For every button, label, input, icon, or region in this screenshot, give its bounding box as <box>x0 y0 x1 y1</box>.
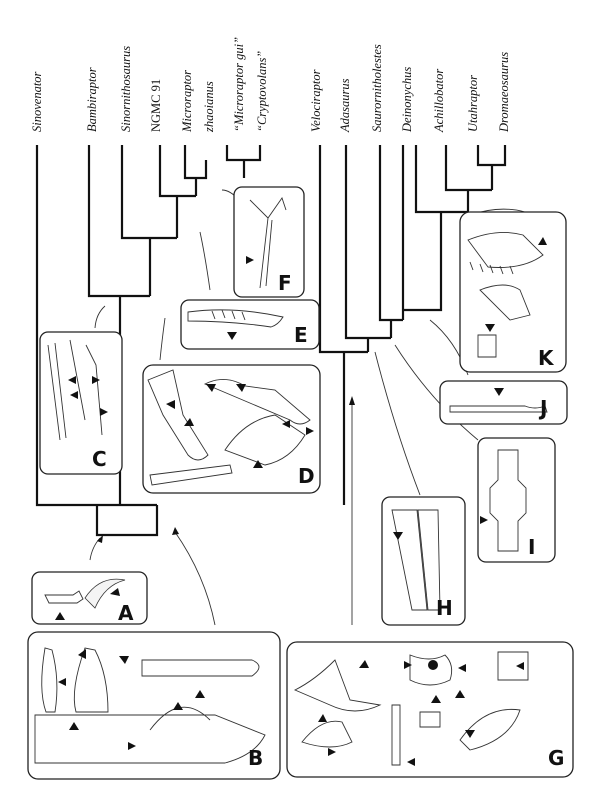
panel-h-letter: H <box>436 596 453 620</box>
panel-g: G <box>286 641 574 778</box>
panel-g-shaft <box>391 704 401 766</box>
panel-i-frame <box>477 437 556 563</box>
leader-g-arrowhead <box>349 396 355 405</box>
taxon-label-achillobator: Achillobator <box>432 69 446 133</box>
panel-b-dentary <box>141 659 260 677</box>
leader-b <box>174 531 216 626</box>
panel-a: A <box>31 571 148 625</box>
taxon-label-ngmc91: NGMC 91 <box>149 79 163 132</box>
panel-j-arrow <box>494 388 504 396</box>
taxon-label-deinonychus: Deinonychus <box>400 67 414 133</box>
panel-h: H <box>381 496 466 626</box>
panel-f-letter: F <box>278 271 292 295</box>
panel-b-letter: B <box>248 746 263 770</box>
taxon-label-saurornitholestes: Saurornitholestes <box>370 44 384 132</box>
panel-k: K <box>459 211 567 373</box>
panel-k-letter: K <box>538 346 555 370</box>
panel-g-letter: G <box>548 746 564 770</box>
panel-d-humerus <box>147 369 209 461</box>
panel-d-frame <box>142 364 321 494</box>
panel-f-arrow <box>246 256 254 264</box>
taxon-label-microraptor-gui: “Microraptor gui” <box>232 37 246 132</box>
taxon-label-zhaoianus: zhaoianus <box>202 81 216 133</box>
taxon-label-sinornithosaurus: Sinornithosaurus <box>119 46 133 132</box>
taxon-label-sinovenator: Sinovenator <box>30 71 44 132</box>
panel-e: E <box>180 299 320 350</box>
panel-c-letter: C <box>92 447 107 471</box>
taxon-label-bambiraptor: Bambiraptor <box>85 67 99 132</box>
leader-b-arrowhead <box>172 527 179 535</box>
panel-a-arrows <box>55 588 120 620</box>
taxon-label-microraptor-zhaoianus: Microraptor zhaoianus <box>180 70 216 133</box>
branch-velociraptor-group <box>318 145 391 505</box>
panel-k-maxilla <box>467 231 544 268</box>
panel-i: I <box>477 437 556 563</box>
panel-a-letter: A <box>118 601 134 625</box>
panel-h-metatarsals <box>391 509 441 611</box>
taxon-label-utahraptor: Utahraptor <box>466 75 480 132</box>
branch-eudromaeosaur <box>403 235 443 312</box>
panel-g-ilium <box>293 659 382 712</box>
panel-k-teeth <box>469 261 514 275</box>
panel-g-limb <box>301 720 353 748</box>
branch-deinonychus-group <box>378 145 405 338</box>
panel-k-bone <box>479 284 531 321</box>
panel-f: F <box>233 186 305 298</box>
panel-b-frame <box>27 631 281 780</box>
panel-c-frame <box>39 331 123 475</box>
panel-i-vertebra <box>489 449 527 552</box>
panel-e-letter: E <box>294 323 308 347</box>
panel-j-letter: J <box>538 396 547 420</box>
panel-e-arrow <box>227 332 237 340</box>
panel-a-claw-sketch <box>84 578 126 609</box>
branch-dromaeosaurus-group <box>414 145 507 235</box>
branch-microraptor-group <box>158 145 262 238</box>
taxon-label-velociraptor: Velociraptor <box>309 69 323 132</box>
panel-b: B <box>27 631 281 780</box>
panel-e-teeth <box>211 309 246 321</box>
panel-c: C <box>39 331 123 475</box>
panel-b-tooth-right <box>73 647 109 713</box>
leader-e <box>199 231 211 291</box>
taxon-label-microraptor: Microraptor <box>180 70 194 133</box>
panel-e-dentary <box>187 309 284 328</box>
panel-j: J <box>439 380 568 425</box>
taxon-label-cryptovolans: “Cryptovolans” <box>255 51 269 132</box>
leader-h <box>374 351 421 496</box>
taxon-labels: Sinovenator Bambiraptor Sinornithosaurus… <box>30 37 511 133</box>
panel-f-frame <box>233 186 305 298</box>
panel-j-bone <box>449 405 548 413</box>
cladogram-branches <box>35 145 507 537</box>
leader-c <box>94 305 106 329</box>
panel-g-frame <box>286 641 574 778</box>
taxon-label-dromaeosaurus: Dromaeosaurus <box>497 52 511 133</box>
panel-d-hand <box>203 379 311 425</box>
panel-k-block <box>477 334 497 358</box>
panel-d-letter: D <box>298 464 315 488</box>
panel-b-tooth-left <box>41 647 58 713</box>
leader-a-arrowhead <box>97 535 103 543</box>
panel-b-skull <box>34 714 266 764</box>
panel-h-arrow <box>393 532 403 540</box>
panel-c-limb-sketch <box>47 339 103 441</box>
panel-f-bone <box>249 197 287 289</box>
panel-g-pubis <box>459 708 521 751</box>
panel-a-bone-sketch <box>44 590 84 604</box>
panel-i-letter: I <box>528 535 535 559</box>
panel-g-block <box>497 651 529 681</box>
leader-i <box>394 344 479 441</box>
panel-i-arrow <box>480 516 488 524</box>
panel-d-bone <box>149 464 233 486</box>
panel-j-frame <box>439 380 568 425</box>
panel-g-piece <box>419 711 441 728</box>
branch-sinornithosaurus <box>87 145 177 505</box>
leader-d <box>159 317 166 361</box>
panel-g-foramen <box>428 660 438 670</box>
branch-root <box>35 145 159 537</box>
panel-g-vertebra <box>409 654 453 686</box>
panel-d: D <box>142 364 321 494</box>
taxon-label-adasaurus: Adasaurus <box>338 78 352 133</box>
panel-c-arrows <box>68 376 108 416</box>
